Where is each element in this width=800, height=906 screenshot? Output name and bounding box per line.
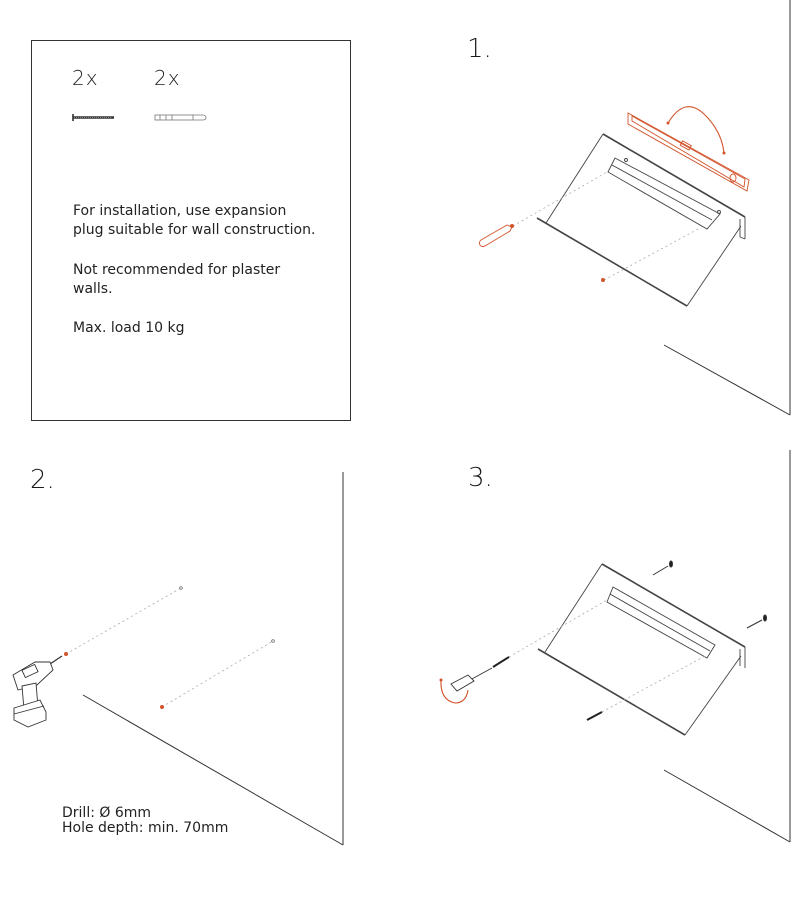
step-2-number: 2.	[30, 465, 55, 495]
drill-hole-2	[160, 705, 164, 709]
hole-depth-label: Hole depth: min. 70mm	[62, 820, 229, 836]
step-1-shelf	[536, 133, 746, 307]
drill-size-label: Drill: Ø 6mm	[62, 805, 152, 821]
step-3-wall	[663, 450, 791, 843]
step-3-number: 3.	[468, 463, 493, 493]
note-line-4: walls.	[73, 281, 113, 297]
rotate-clockwise-icon	[440, 679, 469, 704]
plug-quantity: 2x	[154, 66, 181, 90]
rotate-arrow-icon	[667, 106, 725, 154]
step-1-number: 1.	[467, 34, 492, 64]
step-2-wall	[82, 472, 344, 846]
step-1-wall	[663, 0, 791, 416]
spirit-level-icon	[627, 112, 750, 192]
step-3-shelf	[537, 563, 746, 736]
drill-hole-1	[64, 652, 68, 656]
note-line-1: For installation, use expansion	[73, 203, 287, 219]
max-load-note: Max. load 10 kg	[73, 320, 185, 336]
power-drill-icon	[12, 655, 63, 728]
marked-hole-2	[601, 278, 605, 282]
pencil-icon	[479, 224, 513, 247]
note-line-2: plug suitable for wall construction.	[73, 222, 316, 238]
note-line-3: Not recommended for plaster	[73, 262, 281, 278]
screw-quantity: 2x	[72, 66, 99, 90]
wall-plug-icon	[652, 560, 767, 629]
screw-icon	[492, 656, 603, 721]
screwdriver-icon	[450, 667, 493, 692]
wall-plug-icon	[154, 114, 207, 121]
parts-info-box	[31, 40, 351, 421]
step-1-guide-lines	[512, 171, 701, 281]
screw-icon	[72, 114, 114, 121]
step-3-guide-lines	[508, 599, 708, 713]
step-2-guide-lines	[65, 587, 274, 708]
